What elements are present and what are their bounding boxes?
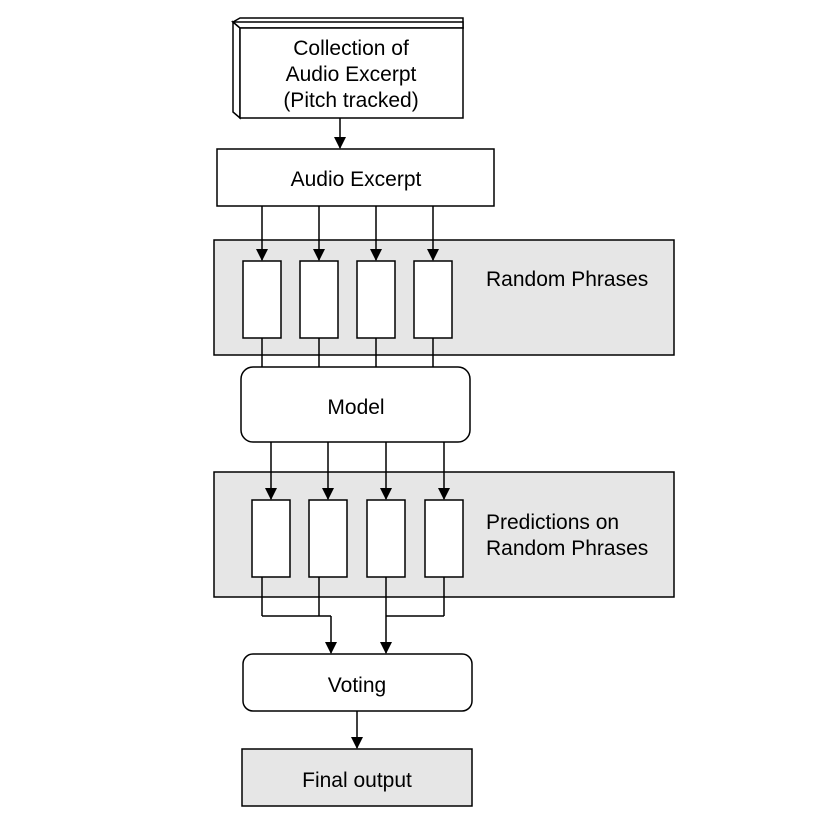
random-phrases-label: Random Phrases	[486, 268, 648, 291]
prediction-box-4	[424, 499, 464, 578]
prediction-box-2	[308, 499, 348, 578]
model-to-prediction-arrows	[265, 442, 450, 500]
prediction-boxes	[251, 499, 464, 578]
audio-excerpt-label: Audio Excerpt	[291, 168, 422, 191]
audio-excerpt-box: Audio Excerpt	[216, 148, 495, 207]
predictions-line-1: Predictions on	[486, 511, 619, 534]
source-line-3: (Pitch tracked)	[283, 89, 418, 112]
source-collection-box: Collection of Audio Excerpt (Pitch track…	[230, 17, 464, 120]
voting-box: Voting	[242, 653, 473, 712]
phrase-boxes	[242, 260, 453, 339]
final-output-label: Final output	[302, 769, 412, 792]
phrase-box-3	[356, 260, 396, 339]
source-line-2: Audio Excerpt	[286, 63, 417, 86]
voting-label: Voting	[328, 674, 386, 697]
phrase-box-4	[413, 260, 453, 339]
predictions-line-2: Random Phrases	[486, 537, 648, 560]
excerpt-to-phrase-arrows	[256, 206, 439, 261]
phrase-box-2	[299, 260, 339, 339]
model-box: Model	[240, 366, 471, 443]
prediction-merge-lines	[261, 577, 445, 654]
prediction-box-1	[251, 499, 291, 578]
source-line-1: Collection of	[293, 37, 409, 60]
phrase-box-1	[242, 260, 282, 339]
final-output-box: Final output	[241, 748, 473, 807]
prediction-box-3	[366, 499, 406, 578]
phrase-to-model-lines	[261, 338, 434, 368]
model-label: Model	[327, 396, 384, 419]
